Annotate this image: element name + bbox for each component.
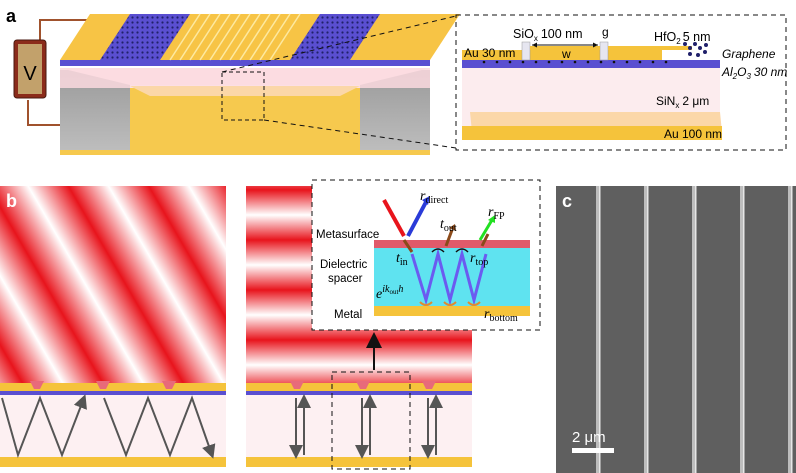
support-left [60,70,130,150]
panel-a: a V [6,6,787,155]
panel-label-b: b [6,191,17,211]
label-r-fp: rFP [488,205,505,222]
device-3d [60,13,460,155]
scale-bar [572,448,614,453]
label-dielectric: Dielectric [320,259,368,271]
label-au-top: Au 30 nm [464,46,515,60]
label-spacer: spacer [328,273,363,285]
zoom-region [221,71,265,121]
label-metal: Metal [334,309,362,321]
label-au-bottom: Au 100 nm [664,127,722,141]
label-r-top: rtop [470,251,488,268]
support-right [360,70,430,150]
label-t-out: tout [440,217,457,234]
voltage-source: V [13,19,151,126]
voltage-symbol: V [23,63,37,85]
label-g: g [602,25,609,39]
label-graphene: Graphene [722,47,776,61]
label-r-direct: rdirect [420,189,448,206]
label-t-in: tin [396,251,408,268]
sem-image [556,186,796,473]
label-phase: eikouth [376,284,403,302]
panel-b: b [0,179,541,470]
scale-bar-label: 2 μm [572,429,606,446]
panel-c: c 2 μm [556,186,796,473]
model-inset: rdirect tout rFP Metasurface tin rtop Di… [311,179,541,331]
field-map-left [0,186,226,467]
panel-label-c: c [562,191,572,211]
label-w: w [561,47,571,61]
label-r-bottom: rbottom [484,307,518,324]
label-metasurface: Metasurface [316,229,379,241]
panel-label-a: a [6,6,17,26]
